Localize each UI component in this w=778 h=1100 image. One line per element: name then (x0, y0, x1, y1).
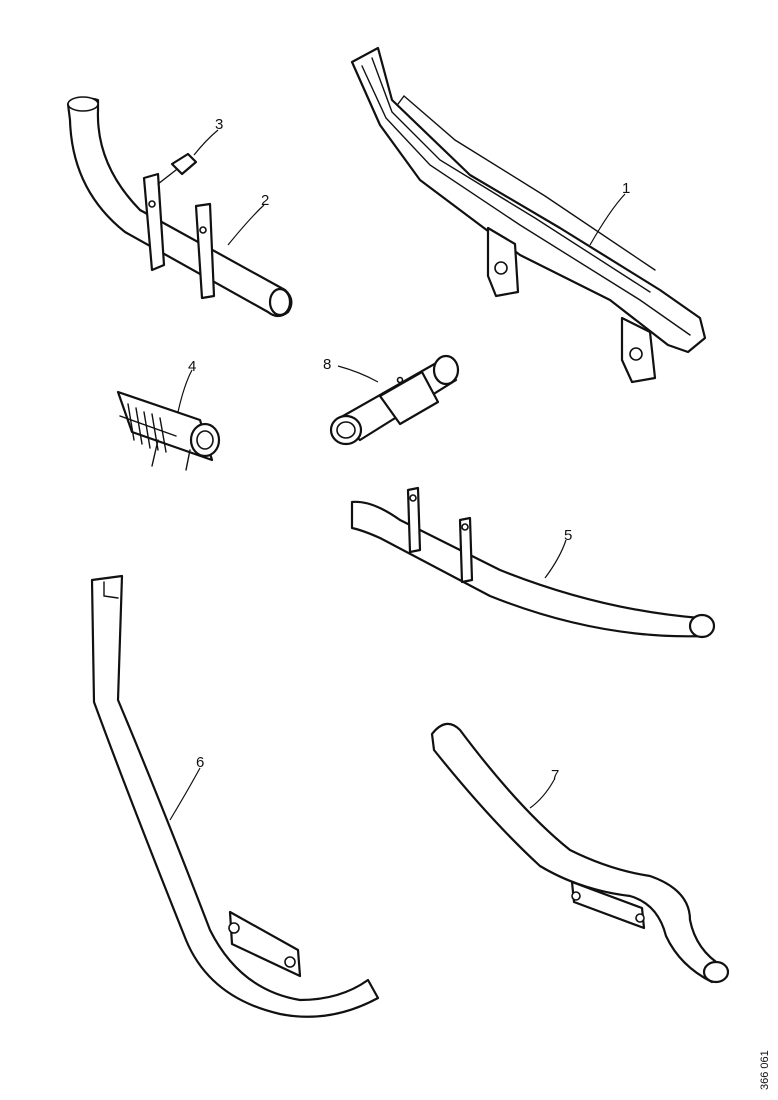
part-5-tube (350, 486, 716, 639)
part-2-tube (66, 96, 293, 318)
leader-lines (169, 129, 626, 821)
callout-5: 5 (564, 527, 572, 544)
callout-3: 3 (215, 116, 223, 133)
part-1-rail (350, 46, 707, 384)
callout-1: 1 (622, 180, 630, 197)
part-7-tube (430, 722, 730, 984)
part-8-connector (329, 354, 460, 446)
callout-7: 7 (551, 767, 559, 784)
part-3-screw (157, 152, 198, 185)
part-6-tube (90, 574, 380, 1018)
reference-code: 366 061 (759, 1050, 771, 1090)
callout-6: 6 (196, 754, 204, 771)
callout-2: 2 (261, 192, 269, 209)
part-4-connector (116, 390, 221, 471)
callout-8: 8 (323, 356, 331, 373)
callout-4: 4 (188, 358, 196, 375)
callout-labels: 1 2 3 4 5 6 7 8 (188, 116, 630, 784)
